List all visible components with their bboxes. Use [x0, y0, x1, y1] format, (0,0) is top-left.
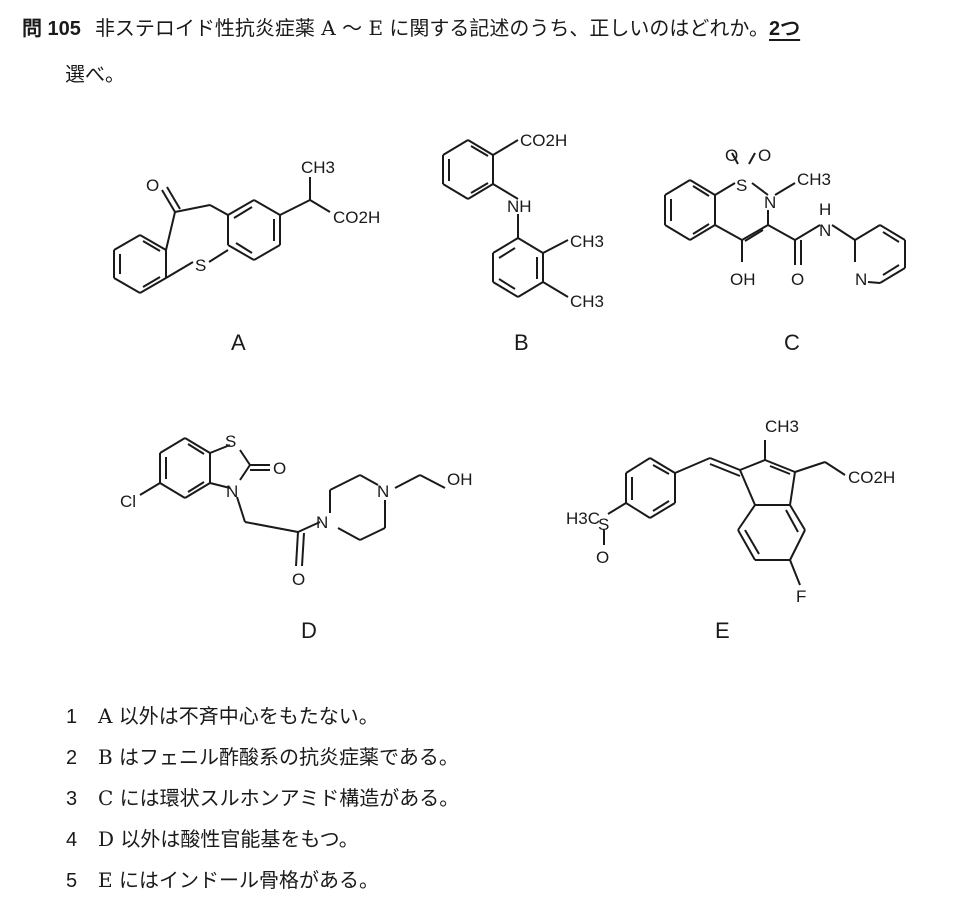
- a-carboxyl-label: CO2H: [333, 208, 380, 227]
- question-text-line2: 選べ。: [65, 62, 125, 86]
- e-methyl-label: CH3: [765, 417, 799, 436]
- b-nh-label: NH: [507, 197, 532, 216]
- structure-label-d: D: [301, 618, 317, 643]
- c-h-label: H: [819, 200, 831, 219]
- c-carbonyl-o-label: O: [791, 270, 804, 289]
- structure-b: CO2H NH CH3 CH3 B: [442, 131, 604, 355]
- a-oxygen-label: O: [146, 176, 159, 195]
- choice-number: 4: [66, 829, 78, 851]
- choice-number: 1: [66, 706, 78, 728]
- choice-number: 3: [66, 788, 78, 810]
- choice-3[interactable]: 3 C には環状スルホンアミド構造がある。: [66, 782, 459, 823]
- choice-number: 5: [66, 870, 78, 892]
- choice-5[interactable]: 5 E にはインドール骨格がある。: [66, 864, 459, 905]
- c-pyridine-n-label: N: [855, 270, 867, 289]
- structure-label-e: E: [715, 618, 730, 643]
- e-oxygen-label: O: [596, 548, 609, 567]
- d-sulfur-label: S: [225, 432, 236, 451]
- answer-count-emphasis: 2つ: [769, 18, 801, 40]
- c-oxygen-label-2: O: [758, 146, 771, 165]
- choice-text: C には環状スルホンアミド構造がある。: [98, 786, 460, 810]
- choice-4[interactable]: 4 D 以外は酸性官能基をもつ。: [66, 823, 459, 864]
- d-piperazine-n2-label: N: [377, 482, 389, 501]
- question-text: 非ステロイド性抗炎症薬 A ～ E に関する記述のうち、正しいのはどれか。: [94, 16, 770, 40]
- c-nitrogen-label: N: [764, 193, 776, 212]
- structures-figure: O CH3 CO2H S A CO2H NH CH3 CH3: [113, 131, 906, 643]
- a-methyl-label: CH3: [301, 158, 335, 177]
- question-stem: 問 105 非ステロイド性抗炎症薬 A ～ E に関する記述のうち、正しいのはどれ…: [22, 12, 800, 45]
- choice-text: B はフェニル酢酸系の抗炎症薬である。: [98, 745, 459, 769]
- e-carboxyl-label: CO2H: [848, 468, 895, 487]
- a-sulfur-label: S: [195, 256, 206, 275]
- b-carboxyl-label: CO2H: [520, 131, 567, 150]
- d-piperazine-n1-label: N: [316, 513, 328, 532]
- choice-text: E にはインドール骨格がある。: [98, 868, 379, 892]
- structure-label-c: C: [784, 330, 800, 355]
- choice-number: 2: [66, 747, 78, 769]
- b-methyl-label-2: CH3: [570, 292, 604, 311]
- d-chlorine-label: Cl: [120, 492, 136, 511]
- structure-c: O O S N CH3 H N OH O N C: [664, 146, 906, 355]
- c-amide-n-label: N: [819, 221, 831, 240]
- structure-label-b: B: [514, 330, 529, 355]
- b-methyl-label-1: CH3: [570, 232, 604, 251]
- c-oxygen-label-1: O: [725, 146, 738, 165]
- e-methyl-s-label: H3C: [566, 509, 600, 528]
- d-nitrogen-label: N: [226, 482, 238, 501]
- d-carbonyl-o-label: O: [292, 570, 305, 589]
- e-fluorine-label: F: [796, 587, 806, 606]
- d-hydroxyl-label: OH: [447, 470, 473, 489]
- e-sulfur-label: S: [598, 515, 609, 534]
- structure-a: O CH3 CO2H S A: [113, 158, 380, 355]
- question-number: 問 105: [22, 18, 81, 40]
- c-hydroxyl-label: OH: [730, 270, 756, 289]
- d-oxygen-label: O: [273, 459, 286, 478]
- choice-text: D 以外は酸性官能基をもつ。: [98, 827, 359, 851]
- structure-label-a: A: [231, 330, 246, 355]
- choice-text: A 以外は不斉中心をもたない。: [98, 704, 379, 728]
- structure-d: S O N Cl N N OH O D: [120, 432, 473, 643]
- structure-e: CH3 CO2H H3C S O F E: [566, 417, 895, 643]
- choice-2[interactable]: 2 B はフェニル酢酸系の抗炎症薬である。: [66, 741, 459, 782]
- c-sulfur-label: S: [736, 176, 747, 195]
- choice-1[interactable]: 1 A 以外は不斉中心をもたない。: [66, 700, 459, 741]
- c-methyl-label: CH3: [797, 170, 831, 189]
